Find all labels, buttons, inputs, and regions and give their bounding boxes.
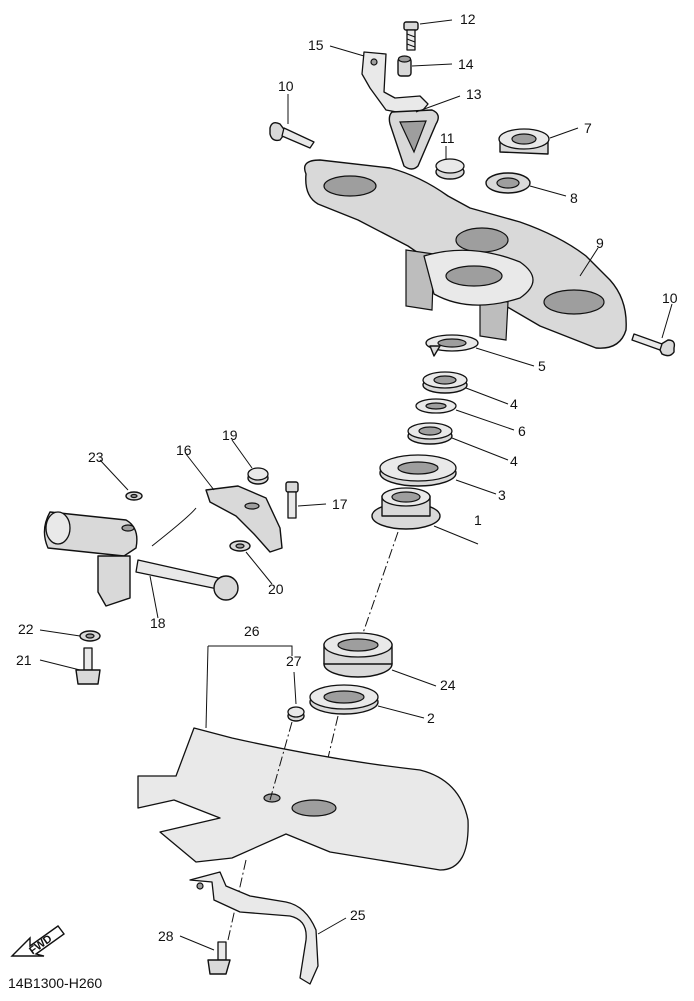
callout-21: 21 [16, 652, 32, 668]
part-4-ring-nut-upper [422, 371, 468, 394]
part-5-lock-washer [425, 334, 479, 357]
part-25-bracket [189, 871, 319, 985]
part-28-bolt [207, 941, 231, 975]
callout-6: 6 [518, 423, 526, 439]
callout-16: 16 [176, 442, 192, 458]
part-26-cover [137, 727, 469, 871]
callout-22: 22 [18, 621, 34, 637]
part-19-nut [247, 467, 269, 485]
part-20-washer [229, 540, 251, 552]
callout-27: 27 [286, 653, 302, 669]
callout-14: 14 [458, 56, 474, 72]
callout-15: 15 [308, 37, 324, 53]
callout-28: 28 [158, 928, 174, 944]
part-3-dust-seal [379, 454, 457, 487]
part-15-bracket [361, 51, 429, 117]
part-16-damper-bracket [205, 485, 283, 553]
part-18-steering-damper [43, 507, 239, 607]
drawing-reference: 14B1300-H260 [8, 975, 102, 991]
callout-26: 26 [244, 623, 260, 639]
part-12-bolt [403, 21, 419, 51]
axis-line-upper [361, 531, 399, 637]
fwd-arrow-icon: FWD [10, 925, 65, 957]
callout-13: 13 [466, 86, 482, 102]
callout-17: 17 [332, 496, 348, 512]
part-11-cap [435, 158, 465, 180]
callout-4-upper: 4 [510, 396, 518, 412]
callout-12: 12 [460, 11, 476, 27]
callout-20: 20 [268, 581, 284, 597]
part-7-nut [498, 128, 550, 155]
callout-25: 25 [350, 907, 366, 923]
part-8-washer [485, 172, 531, 194]
leader-lines [39, 19, 673, 951]
callout-1: 1 [474, 512, 482, 528]
callout-5: 5 [538, 358, 546, 374]
callout-24: 24 [440, 677, 456, 693]
callout-18: 18 [150, 615, 166, 631]
part-6-washer [415, 398, 457, 414]
part-22-washer [79, 630, 101, 642]
part-14-collar [397, 55, 412, 77]
part-21-bolt [75, 647, 101, 685]
part-10-bolt-left [269, 121, 315, 149]
part-13-clip [388, 109, 439, 170]
part-27-nut [287, 706, 305, 722]
part-1-bearing-upper [371, 487, 441, 530]
callout-9: 9 [596, 235, 604, 251]
callout-7: 7 [584, 120, 592, 136]
part-4-ring-nut-lower [407, 422, 453, 445]
callout-4-lower: 4 [510, 453, 518, 469]
part-9-upper-bracket [303, 159, 627, 349]
callout-2: 2 [427, 710, 435, 726]
callout-8: 8 [570, 190, 578, 206]
callout-11: 11 [440, 130, 455, 146]
part-2-race [309, 684, 379, 715]
callout-3: 3 [498, 487, 506, 503]
axis-line-nut27 [269, 721, 293, 801]
part-10-bolt-right [631, 333, 676, 357]
callout-23: 23 [88, 449, 104, 465]
part-24-bearing-lower [323, 632, 393, 678]
callout-10-right: 10 [662, 290, 678, 306]
part-23-washer [125, 491, 143, 501]
callout-19: 19 [222, 427, 238, 443]
callout-10-left: 10 [278, 78, 294, 94]
part-17-bolt [285, 481, 299, 519]
